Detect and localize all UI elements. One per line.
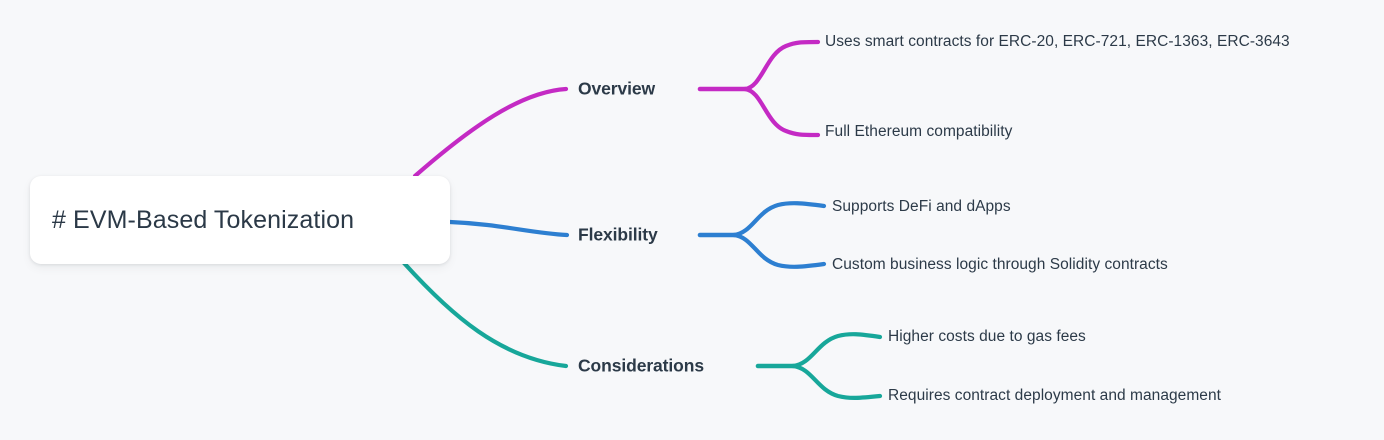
edge-root-to-overview <box>412 86 569 179</box>
leaf-label-considerations-2[interactable]: Requires contract deployment and managem… <box>888 386 1222 404</box>
leaf-label-overview-2[interactable]: Full Ethereum compatibility <box>825 122 1013 140</box>
branch-label-flexibility[interactable]: Flexibility <box>578 224 658 245</box>
edge-group-overview <box>412 39 821 179</box>
leaf-label-flexibility-2[interactable]: Custom business logic through Solidity c… <box>832 255 1168 273</box>
edge-considerations-to-leaf-2 <box>790 363 883 400</box>
edge-flexibility-to-leaf-1 <box>731 201 827 238</box>
edge-group-flexibility <box>447 201 827 269</box>
edge-overview-to-leaf-2 <box>742 86 821 138</box>
root-node[interactable]: # EVM-Based Tokenization <box>30 176 450 264</box>
edge-considerations-to-leaf-1 <box>790 332 883 369</box>
edge-root-to-considerations <box>401 260 569 369</box>
leaf-label-flexibility-1[interactable]: Supports DeFi and dApps <box>832 197 1011 215</box>
root-node-label: # EVM-Based Tokenization <box>52 205 355 234</box>
edge-group-considerations <box>401 260 883 400</box>
edge-flexibility-to-leaf-2 <box>731 232 827 269</box>
edge-root-to-flexibility <box>447 219 570 238</box>
branch-label-overview[interactable]: Overview <box>578 78 656 99</box>
branch-label-considerations[interactable]: Considerations <box>578 355 704 376</box>
edge-overview-to-leaf-1 <box>742 39 821 92</box>
leaf-label-overview-1[interactable]: Uses smart contracts for ERC-20, ERC-721… <box>825 33 1290 50</box>
leaf-label-considerations-1[interactable]: Higher costs due to gas fees <box>888 327 1086 345</box>
